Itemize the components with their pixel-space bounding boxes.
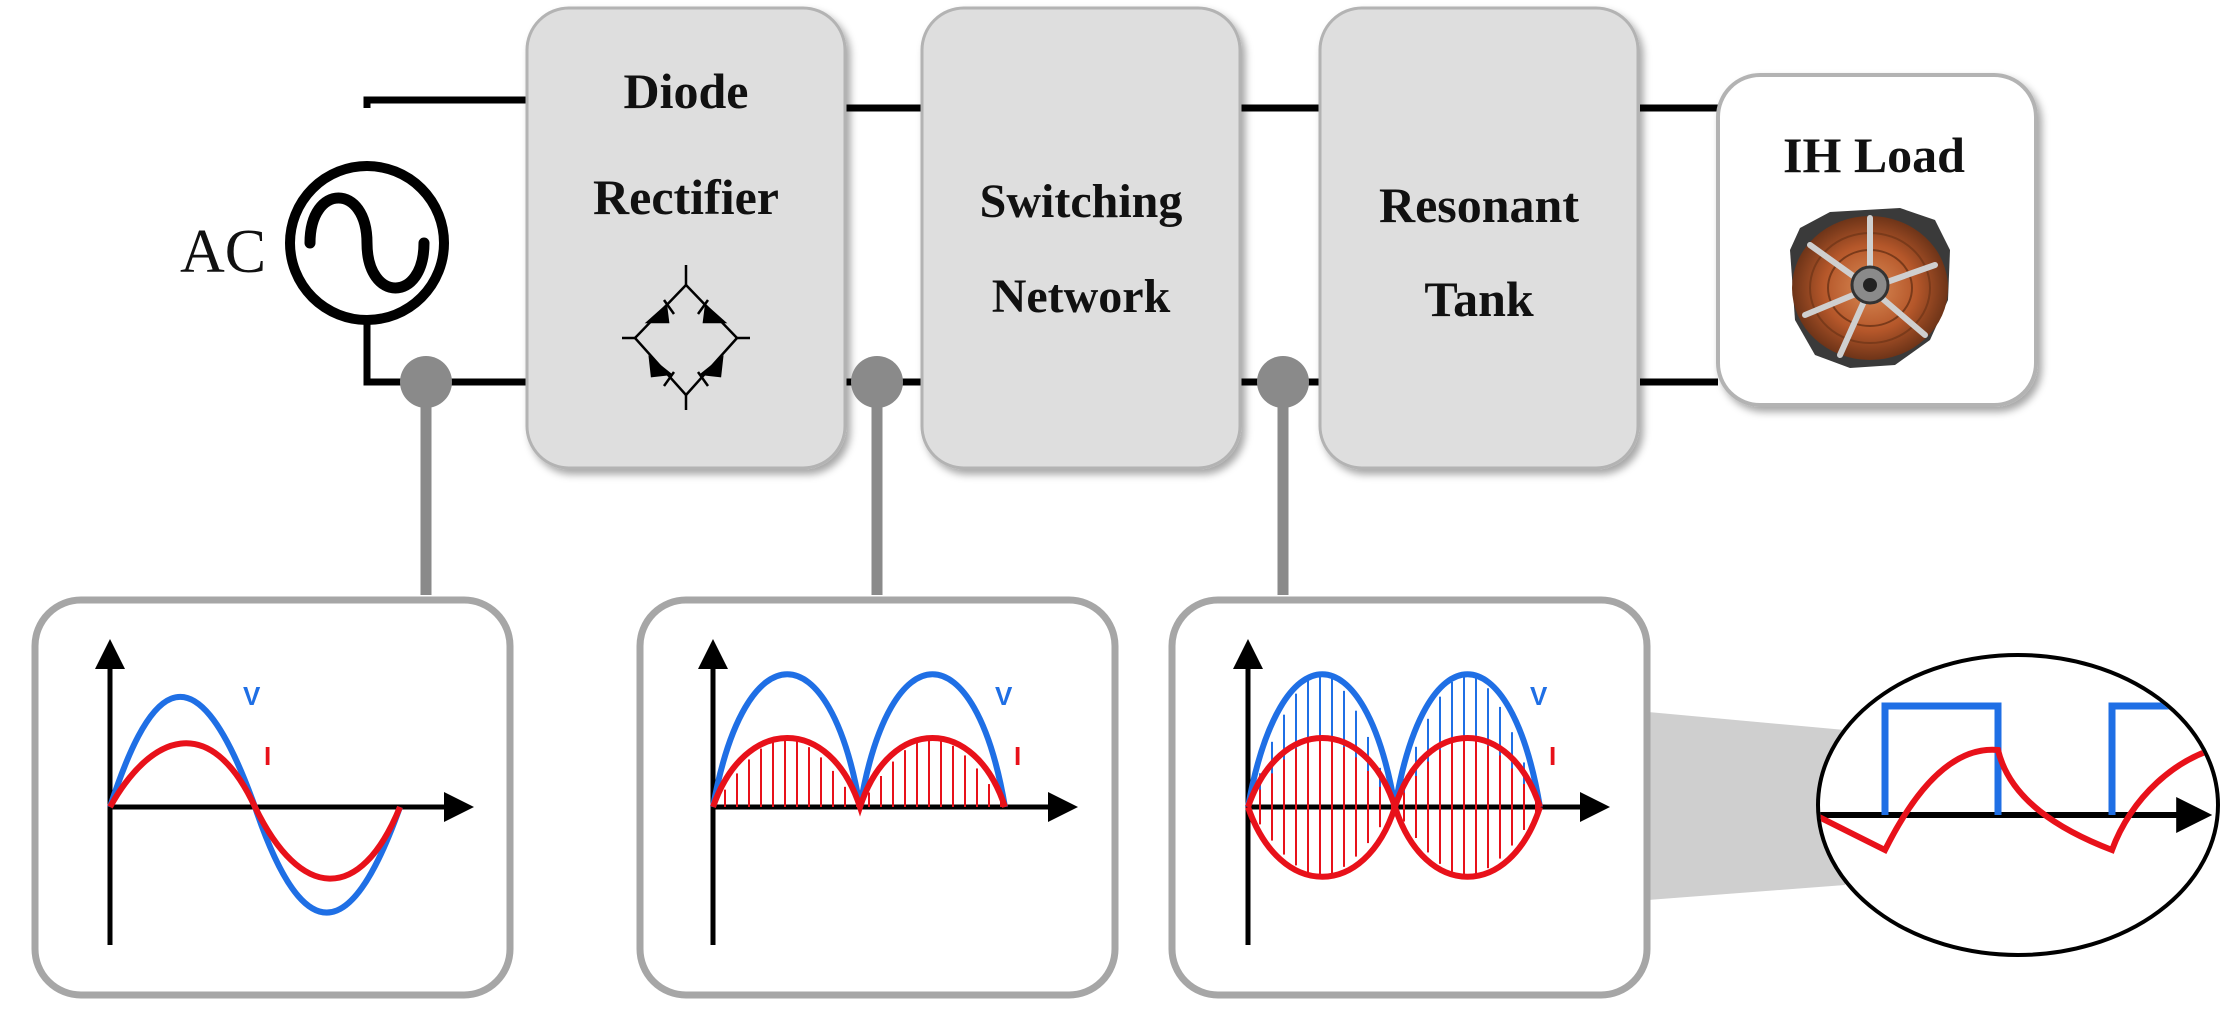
ih-load-label: IH Load	[1783, 127, 1965, 183]
block-switching-line1: Switching	[980, 175, 1183, 228]
block-switching-line2: Network	[992, 270, 1171, 323]
waveform-panel-rectified: V I	[636, 596, 1119, 999]
block-rectifier: Diode Rectifier	[525, 6, 847, 470]
wire-top-source	[363, 96, 530, 108]
axes	[95, 639, 474, 945]
voltage-label: V	[995, 681, 1013, 711]
current-label: I	[264, 741, 271, 771]
diode-bridge-icon	[622, 265, 750, 410]
probe-lines	[420, 382, 1289, 595]
block-rectifier-line2: Rectifier	[593, 169, 779, 225]
current-waveform-mirror	[1245, 797, 1543, 880]
current-waveform	[710, 735, 1008, 817]
zoom-ellipse	[1816, 653, 2220, 957]
voltage-label: V	[1530, 681, 1548, 711]
current-fill-hatch	[1259, 739, 1537, 875]
wire-bottom-source	[363, 318, 530, 386]
block-tank-line1: Resonant	[1379, 177, 1579, 233]
ih-load: IH Load	[1716, 73, 2038, 407]
induction-coil-icon	[1790, 208, 1950, 368]
waveform-panel-ac: V I	[31, 596, 514, 999]
sine-icon	[304, 192, 430, 294]
zoom-wedge	[1648, 712, 1845, 900]
probe-point-ac	[400, 356, 452, 408]
voltage-label: V	[243, 681, 261, 711]
current-waveform	[107, 740, 403, 882]
probe-point-rectifier	[851, 356, 903, 408]
current-fill-hatch	[724, 739, 1002, 807]
block-rectifier-line1: Diode	[624, 63, 749, 119]
block-tank-line2: Tank	[1424, 271, 1534, 327]
waveform-panel-switching: V I	[1168, 596, 1651, 999]
probe-points	[400, 356, 1309, 408]
block-tank: Resonant Tank	[1318, 6, 1640, 470]
block-switching: Switching Network	[920, 6, 1242, 470]
ac-source-label: AC	[180, 218, 266, 286]
probe-point-switching	[1257, 356, 1309, 408]
ac-source: AC	[180, 161, 449, 325]
current-label: I	[1014, 741, 1021, 771]
zoom-current-waveform	[1820, 742, 2216, 855]
current-label: I	[1549, 741, 1556, 771]
